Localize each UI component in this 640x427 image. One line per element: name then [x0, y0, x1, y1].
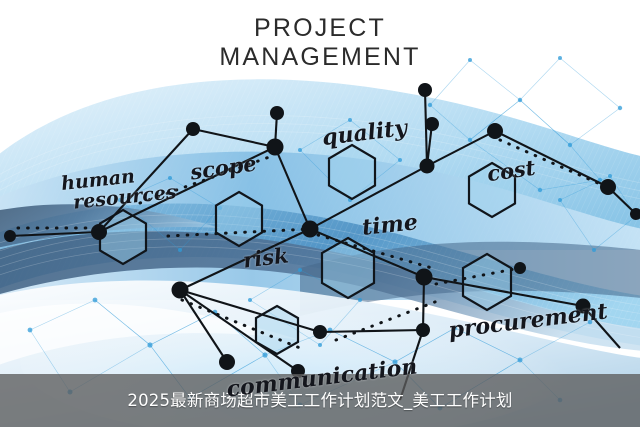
network-edges: [9, 89, 637, 401]
caption-text: 2025最新商场超市美工工作计划范文_美工工作计划: [127, 390, 513, 410]
hexagon-group: [98, 143, 517, 356]
network-nodes: [4, 83, 640, 378]
network-dotted-edges: [16, 138, 602, 350]
caption-bar: 2025最新商场超市美工工作计划范文_美工工作计划: [0, 374, 640, 427]
